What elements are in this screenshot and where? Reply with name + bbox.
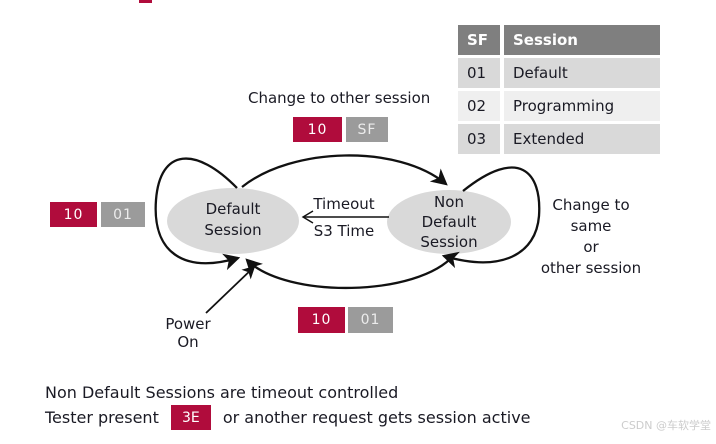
service-10-box-left: 10 (50, 202, 97, 227)
subfunction-01-box-left: 01 (101, 202, 145, 227)
watermark: CSDN @车软学堂 (621, 419, 711, 432)
power-on-arrow (205, 265, 256, 314)
table-cell-sf-01: 01 (458, 58, 500, 88)
note-timeout-controlled: Non Default Sessions are timeout control… (45, 383, 399, 402)
default-session-label: Default Session (204, 200, 262, 239)
table-header-session: Session (504, 25, 660, 55)
session-active-text: or another request gets session active (222, 408, 531, 427)
subfunction-sf-box-top: SF (346, 117, 388, 142)
self-loop-default (154, 157, 241, 271)
note-tester-present: Tester present 3E or another request get… (45, 405, 531, 430)
service-3e-box: 3E (170, 405, 211, 430)
service-10-box-bottom: 10 (298, 307, 345, 333)
timeout-label: Timeout (313, 195, 375, 213)
non-default-session-label: Non Default Session (420, 193, 478, 251)
table-cell-sf-02: 02 (458, 91, 500, 121)
session-table: SF Session 01 Default 02 Programming 03 … (458, 25, 660, 154)
tester-present-text: Tester present (45, 408, 159, 427)
non-default-session-state (387, 190, 511, 254)
timeout-arrowhead (301, 210, 314, 224)
power-on-label: Power On (165, 315, 211, 351)
arrow-default-to-nondefault (241, 154, 448, 188)
change-same-other-label: Change to same or other session (540, 196, 642, 277)
table-cell-session-extended: Extended (504, 124, 660, 154)
cropped-title-fragment (139, 0, 152, 3)
default-session-state (167, 188, 299, 254)
table-cell-sf-03: 03 (458, 124, 500, 154)
service-10-box-top: 10 (293, 117, 342, 142)
table-cell-session-default: Default (504, 58, 660, 88)
table-cell-session-programming: Programming (504, 91, 660, 121)
arrow-nondefault-to-default (245, 254, 455, 290)
subfunction-01-box-bottom: 01 (348, 307, 393, 333)
self-loop-nondefault (441, 166, 541, 269)
table-header-sf: SF (458, 25, 500, 55)
s3-time-label: S3 Time (313, 222, 375, 240)
change-other-session-label: Change to other session (248, 89, 431, 107)
